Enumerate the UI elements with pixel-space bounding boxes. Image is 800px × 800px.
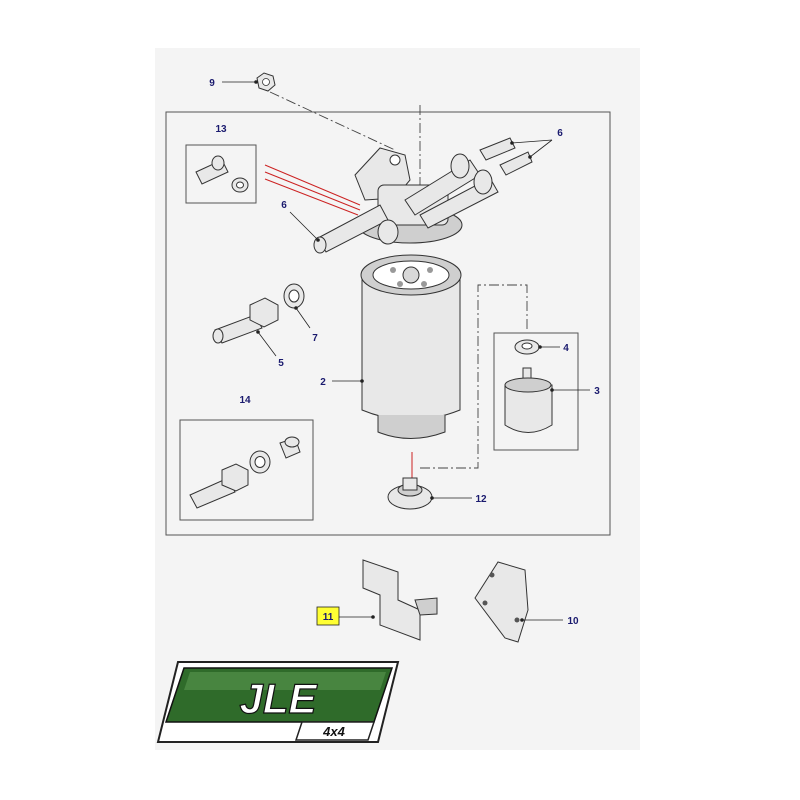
callout-4[interactable]: 4: [563, 343, 569, 354]
centerline-9: [269, 91, 396, 151]
callout-3[interactable]: 3: [594, 386, 600, 397]
callout-6-top[interactable]: 6: [557, 128, 563, 139]
part-3-sensor: [504, 367, 553, 433]
part-7-washer: [283, 283, 305, 309]
callout-5[interactable]: 5: [278, 358, 284, 369]
centerline-sensor: [420, 284, 528, 469]
kit-14-frame: [179, 419, 314, 521]
kit-13-frame: [185, 144, 257, 204]
leader-lines: [222, 80, 590, 622]
main-assembly-frame: [165, 111, 611, 536]
callout-9[interactable]: 9: [209, 78, 215, 89]
part-5-fitting: [212, 297, 279, 344]
callout-6-left[interactable]: 6: [281, 200, 287, 211]
jle-logo: JLE 4x4: [156, 661, 400, 743]
logo-highlight: [184, 672, 386, 690]
part-10-plate: [474, 561, 529, 643]
sensor-3-frame: [493, 332, 579, 451]
logo-sub-tab: [294, 721, 376, 741]
part-11-bracket: [362, 559, 438, 641]
red-reference-lines: [264, 164, 413, 485]
part-2-filter-canister: [360, 254, 462, 439]
callout-13[interactable]: 13: [215, 124, 227, 135]
callout-7[interactable]: 7: [312, 333, 318, 344]
filter-head-assembly: [313, 137, 533, 254]
callout-11-highlight: [316, 606, 340, 626]
logo-main-text: JLE: [239, 675, 318, 722]
callout-2[interactable]: 2: [320, 377, 326, 388]
callout-10[interactable]: 10: [567, 616, 579, 627]
logo-sub-text: 4x4: [322, 724, 345, 739]
part-13-kit: [195, 155, 249, 193]
part-12-drain-valve: [387, 477, 433, 510]
part-14-kit: [189, 436, 301, 509]
callout-12[interactable]: 12: [475, 494, 487, 505]
part-4-washer: [514, 339, 540, 355]
part-9-nut: [256, 72, 276, 92]
callout-11[interactable]: 11: [323, 612, 334, 623]
callout-14[interactable]: 14: [239, 395, 251, 406]
